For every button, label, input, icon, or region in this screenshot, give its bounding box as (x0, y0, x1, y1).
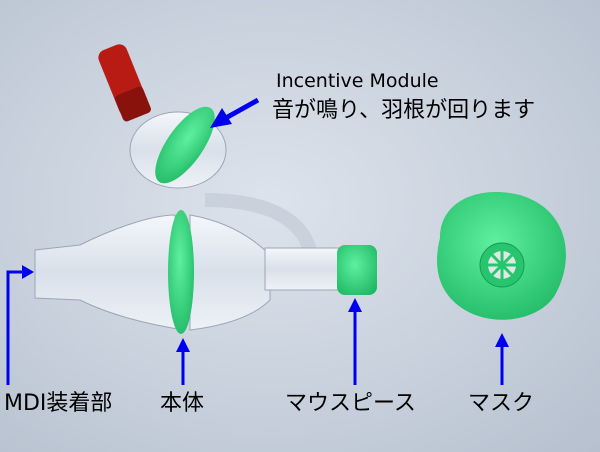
main-body (34, 214, 186, 331)
incentive-module-title: Incentive Module (276, 70, 439, 92)
mouthpiece-green (337, 245, 377, 295)
incentive-arrow (210, 97, 260, 128)
mask-illustration (437, 191, 566, 320)
mdi-arrow (6, 265, 34, 385)
body-label: 本体 (160, 391, 205, 416)
connecting-tube (204, 193, 317, 253)
mouthpiece-tube (264, 247, 346, 291)
incentive-green-ring (155, 106, 215, 184)
mdi-label: MDI装着部 (4, 391, 113, 416)
mask-arrow (495, 333, 509, 385)
body-green-ring (168, 210, 194, 334)
incentive-module-description: 音が鳴り、羽根が回ります (272, 98, 536, 123)
mouthpiece-label: マウスピース (285, 391, 416, 416)
body-arrow (176, 338, 190, 385)
mask-label: マスク (468, 391, 535, 416)
mouthpiece-arrow (348, 298, 362, 385)
red-cap (98, 44, 151, 122)
